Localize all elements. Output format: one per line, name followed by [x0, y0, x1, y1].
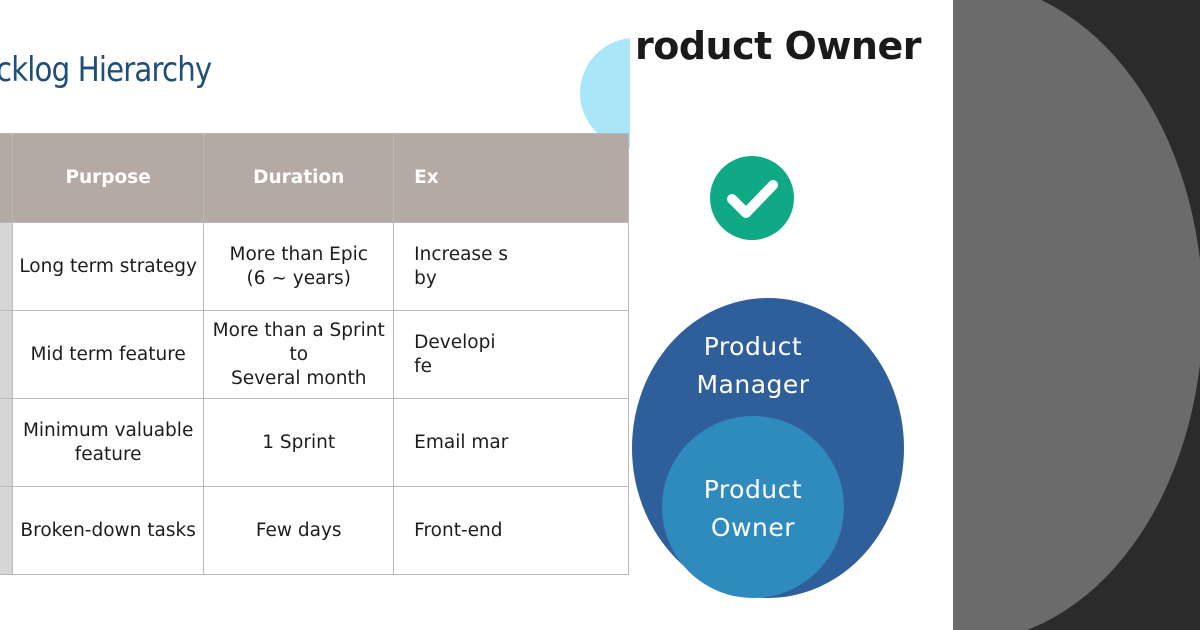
header-example: Ex — [393, 133, 629, 223]
row-stub — [0, 398, 13, 487]
table-header-row: Purpose Duration Ex — [0, 133, 629, 223]
cell-example: Email mar — [393, 398, 629, 487]
product-manager-label: Product Manager — [696, 332, 810, 399]
product-owner-circle — [662, 416, 844, 598]
cell-duration: 1 Sprint — [203, 398, 395, 487]
row-stub — [0, 222, 13, 311]
header-stub — [0, 133, 13, 223]
decorative-circle — [580, 38, 630, 148]
row-stub — [0, 486, 13, 575]
backlog-hierarchy-slide: cklog Hierarchy Purpose Duration Ex Long… — [0, 38, 630, 575]
check-circle-icon — [710, 156, 794, 240]
cell-example: Developi fe — [393, 310, 629, 399]
cell-duration: More than Epic (6 ~ years) — [203, 222, 395, 311]
cell-purpose: Mid term feature — [11, 310, 205, 399]
cell-duration: More than a Sprint to Several month — [203, 310, 395, 399]
cell-duration: Few days — [203, 486, 395, 575]
slide-title: cklog Hierarchy — [0, 50, 212, 90]
table-row: Mid term feature More than a Sprint to S… — [0, 310, 629, 399]
slide-title: roduct Owner — [635, 24, 922, 68]
dark-decorative-slide — [953, 0, 1200, 630]
cell-example: Front-end — [393, 486, 629, 575]
cell-purpose: Minimum valuable feature — [11, 398, 205, 487]
product-owner-label: Product Owner — [703, 475, 803, 542]
header-purpose: Purpose — [11, 133, 205, 223]
cell-example: Increase s by — [393, 222, 629, 311]
cell-purpose: Broken-down tasks — [11, 486, 205, 575]
backlog-table: Purpose Duration Ex Long term strategy M… — [0, 133, 629, 575]
product-owner-slide: roduct Owner Product Manager Product Own… — [630, 0, 953, 630]
decorative-disc — [953, 0, 1200, 630]
row-stub — [0, 310, 13, 399]
table-row: Long term strategy More than Epic (6 ~ y… — [0, 222, 629, 311]
table-row: Minimum valuable feature 1 Sprint Email … — [0, 398, 629, 487]
cell-purpose: Long term strategy — [11, 222, 205, 311]
header-duration: Duration — [203, 133, 395, 223]
table-row: Broken-down tasks Few days Front-end — [0, 486, 629, 575]
